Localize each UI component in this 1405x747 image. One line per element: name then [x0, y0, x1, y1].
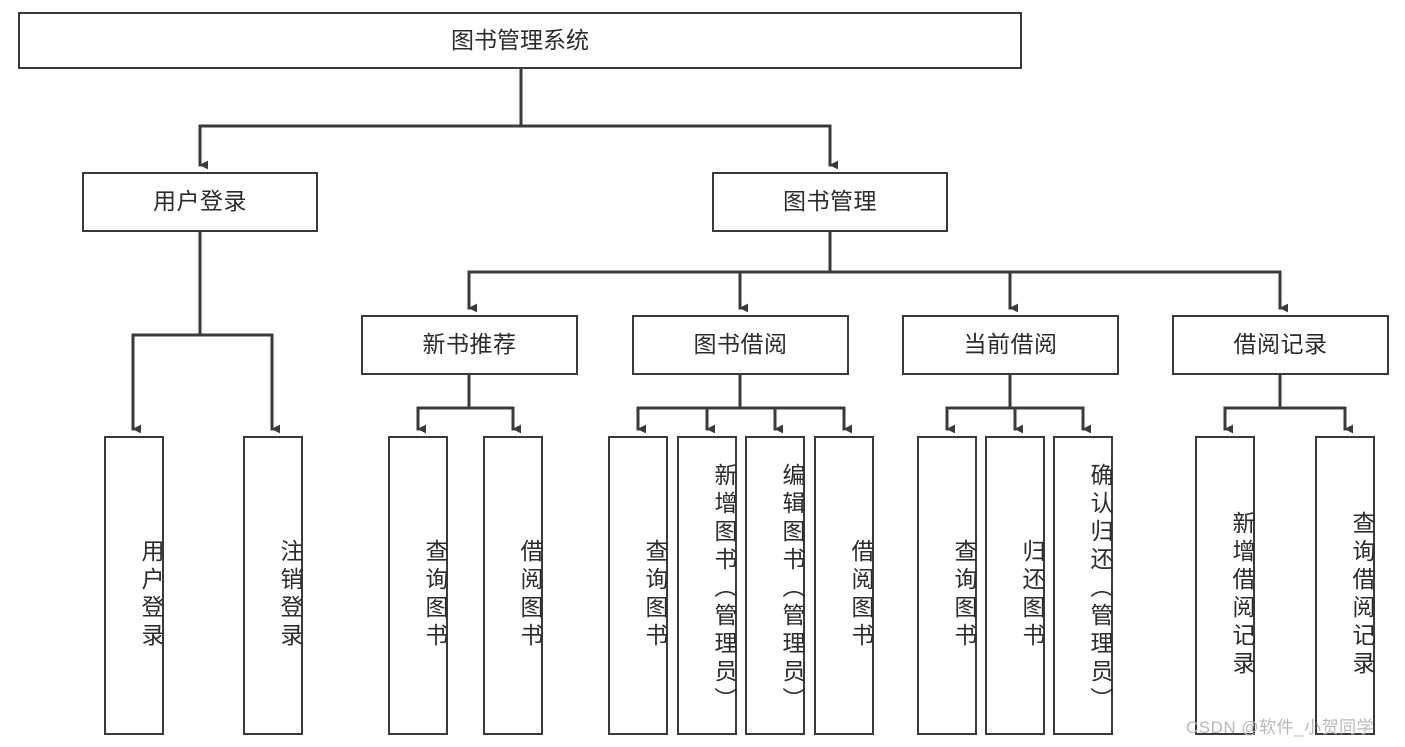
csdn-watermark: CSDN @软件_小贺同学: [1186, 718, 1375, 737]
leaf-confirm-return-admin-label: 确认归还（管理员）: [1087, 462, 1113, 715]
node-new-book-recommend[interactable]: 新书推荐: [361, 315, 578, 375]
leaf-query-book-borrow-label: 查询图书: [642, 538, 668, 651]
leaf-query-book-current-label: 查询图书: [951, 538, 977, 651]
leaf-add-book-admin-label: 新增图书（管理员）: [711, 462, 737, 715]
node-borrow-record[interactable]: 借阅记录: [1172, 315, 1389, 375]
leaf-logout-label: 注销登录: [277, 538, 303, 651]
node-book-management[interactable]: 图书管理: [712, 172, 948, 232]
leaf-query-book-current[interactable]: 查询图书: [917, 436, 977, 735]
node-root[interactable]: 图书管理系统: [18, 12, 1022, 69]
leaf-return-book[interactable]: 归还图书: [985, 436, 1045, 735]
node-book-borrow[interactable]: 图书借阅: [632, 315, 849, 375]
leaf-confirm-return-admin[interactable]: 确认归还（管理员）: [1053, 436, 1113, 735]
node-user-login[interactable]: 用户登录: [82, 172, 318, 232]
leaf-query-borrow-record-label: 查询借阅记录: [1349, 510, 1375, 679]
leaf-borrow-book-recommend-label: 借阅图书: [517, 538, 543, 651]
leaf-edit-book-admin[interactable]: 编辑图书（管理员）: [745, 436, 805, 735]
leaf-edit-book-admin-label: 编辑图书（管理员）: [779, 462, 805, 715]
leaf-user-login[interactable]: 用户登录: [104, 436, 164, 735]
leaf-borrow-book-label: 借阅图书: [848, 538, 874, 651]
node-user-login-label: 用户登录: [153, 188, 247, 215]
leaf-add-borrow-record[interactable]: 新增借阅记录: [1195, 436, 1255, 735]
leaf-borrow-book-recommend[interactable]: 借阅图书: [483, 436, 543, 735]
node-current-borrow[interactable]: 当前借阅: [902, 315, 1119, 375]
node-book-borrow-label: 图书借阅: [693, 331, 788, 358]
leaf-return-book-label: 归还图书: [1019, 538, 1045, 651]
node-book-management-label: 图书管理: [783, 188, 877, 215]
leaf-user-login-label: 用户登录: [138, 538, 164, 651]
leaf-query-book-borrow[interactable]: 查询图书: [608, 436, 668, 735]
leaf-add-borrow-record-label: 新增借阅记录: [1229, 510, 1255, 679]
node-root-label: 图书管理系统: [451, 26, 589, 53]
leaf-query-book-recommend-label: 查询图书: [422, 538, 448, 651]
leaf-query-borrow-record[interactable]: 查询借阅记录: [1315, 436, 1375, 735]
node-borrow-record-label: 借阅记录: [1233, 331, 1328, 358]
node-new-book-recommend-label: 新书推荐: [422, 331, 517, 358]
leaf-borrow-book[interactable]: 借阅图书: [814, 436, 874, 735]
leaf-add-book-admin[interactable]: 新增图书（管理员）: [677, 436, 737, 735]
node-current-borrow-label: 当前借阅: [963, 331, 1058, 358]
leaf-logout[interactable]: 注销登录: [243, 436, 303, 735]
leaf-query-book-recommend[interactable]: 查询图书: [388, 436, 448, 735]
